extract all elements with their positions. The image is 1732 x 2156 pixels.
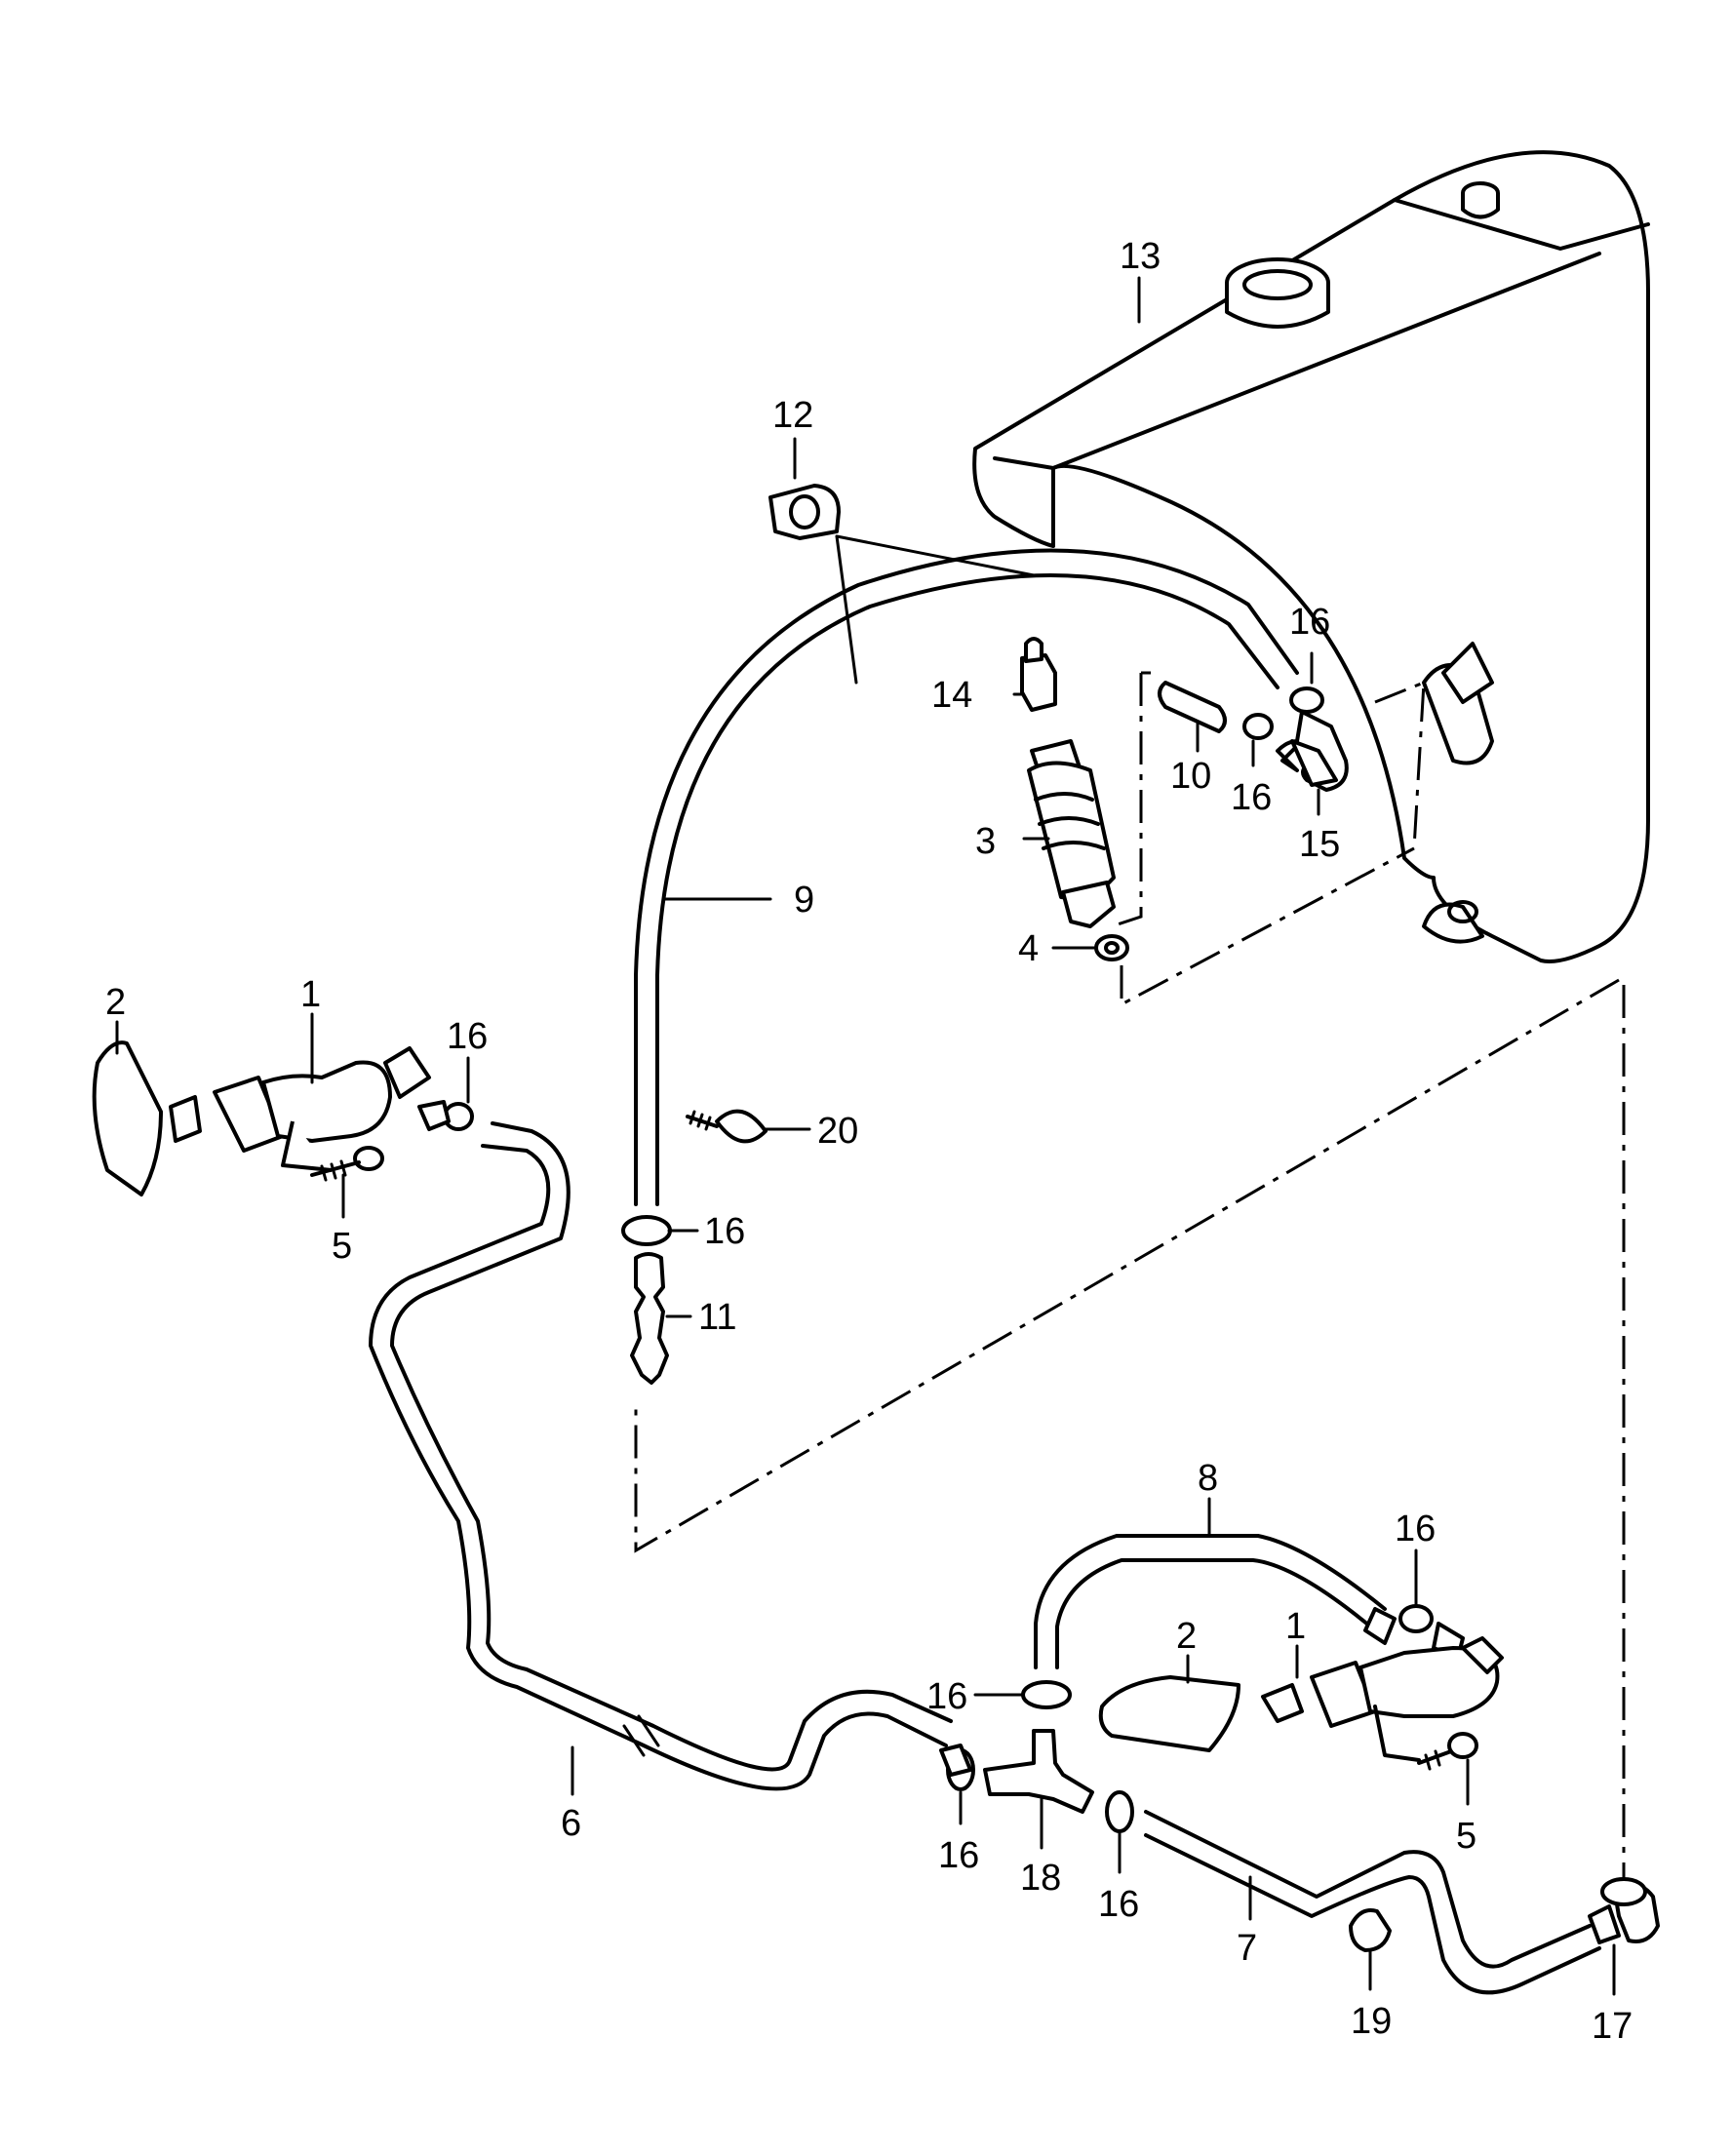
callout-16: 16: [1289, 602, 1330, 643]
callout-16: 16: [926, 1676, 967, 1717]
callout-16: 16: [704, 1211, 745, 1252]
headlamp-washer-nozzle-right: [1261, 1636, 1504, 1762]
tee-piece-18: [983, 1729, 1094, 1814]
callout-16: 16: [1395, 1509, 1436, 1549]
headlamp-washer-nozzle-left: [92, 1040, 431, 1196]
callout-8: 8: [1198, 1458, 1218, 1499]
callout-16: 16: [1098, 1884, 1139, 1925]
hose-clip-16-tee-left: [939, 1744, 975, 1791]
callout-12: 12: [772, 395, 813, 436]
callout-11: 11: [698, 1297, 736, 1338]
clip-12: [768, 484, 1036, 685]
callout-4: 4: [1018, 928, 1039, 969]
callout-7: 7: [1237, 1928, 1257, 1969]
washer-pump-3: [1027, 739, 1116, 928]
callout-6: 6: [561, 1803, 581, 1844]
hose-6: [369, 1121, 953, 1791]
callout-16: 16: [447, 1016, 488, 1057]
hose-clip-16-tee-right: [1105, 1790, 1134, 1833]
hose-clip-16-left: [417, 1100, 474, 1131]
screw-20: [686, 1109, 768, 1144]
callout-1: 1: [1285, 1606, 1306, 1647]
hose-clip-16-mid: [621, 1215, 672, 1246]
fitting-11: [630, 1252, 669, 1385]
hose-8: [1034, 1534, 1397, 1669]
callout-15: 15: [1299, 824, 1340, 865]
assembly-dashed-lines: [634, 671, 1626, 1887]
callout-3: 3: [975, 821, 996, 862]
grommet-4: [1094, 934, 1129, 961]
elbow-17: [1588, 1877, 1660, 1944]
callout-14: 14: [931, 675, 972, 716]
callout-17: 17: [1592, 2006, 1633, 2047]
callout-9: 9: [794, 880, 814, 921]
callout-16: 16: [938, 1835, 979, 1876]
headlamp-washer-cover-2-right: [1098, 1675, 1240, 1752]
hose-7: [1144, 1810, 1601, 1995]
callout-2: 2: [1176, 1616, 1197, 1657]
callout-1: 1: [300, 974, 321, 1015]
callout-10: 10: [1170, 756, 1211, 797]
connector-14: [1020, 637, 1057, 712]
hose-clip-16-tee-top: [1021, 1680, 1072, 1709]
callout-18: 18: [1020, 1858, 1061, 1899]
callout-leaders: [115, 276, 1616, 1996]
callout-13: 13: [1120, 236, 1161, 277]
callout-5: 5: [332, 1226, 352, 1267]
plug-10: [1158, 681, 1227, 733]
callout-2: 2: [105, 982, 126, 1023]
hose-clip-16-top: [1242, 686, 1324, 740]
callout-5: 5: [1456, 1816, 1476, 1857]
callout-16: 16: [1231, 777, 1272, 818]
elbow-15: [1276, 710, 1349, 792]
screw-5-right: [1417, 1732, 1478, 1771]
callout-labels: 13 12 14 16 10 16 15 3 9 4 2 1 16 20 5 1…: [105, 236, 1633, 2047]
washer-reservoir: [972, 150, 1650, 963]
screw-5-left: [310, 1146, 384, 1182]
cap-19: [1349, 1908, 1392, 1952]
callout-19: 19: [1351, 2001, 1392, 2042]
hose-9: [634, 548, 1299, 1206]
callout-20: 20: [817, 1111, 858, 1152]
